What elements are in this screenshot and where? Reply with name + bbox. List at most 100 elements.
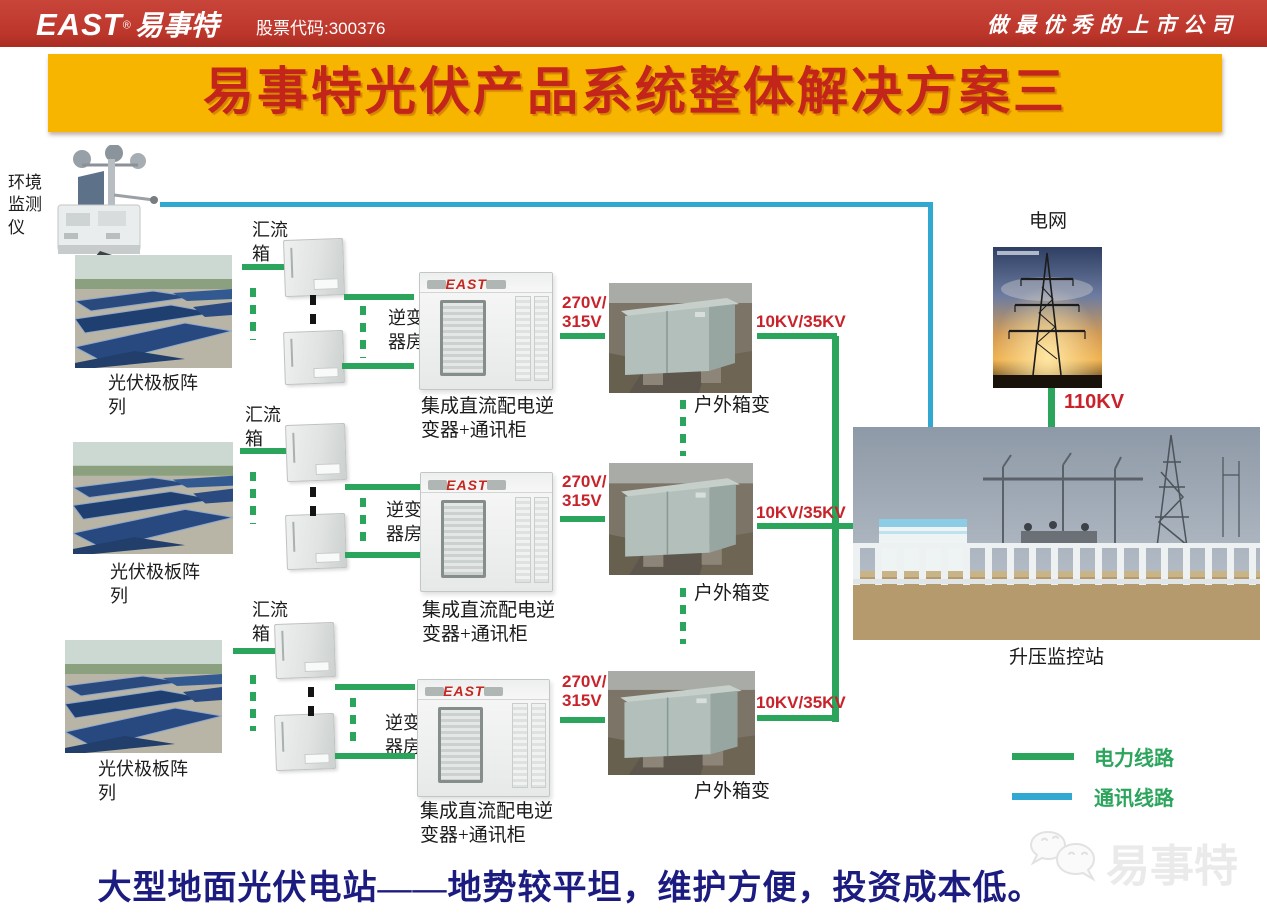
power-line <box>345 484 421 490</box>
power-line <box>344 294 414 300</box>
power-line <box>560 717 605 723</box>
container-side-panel <box>533 296 550 381</box>
container-side-panel <box>533 496 550 583</box>
power-line <box>335 684 415 690</box>
dc-dashed-line <box>310 487 316 517</box>
pv-array-photo <box>65 640 222 753</box>
transformer-photo <box>609 463 753 575</box>
title-banner: 易事特光伏产品系统整体解决方案三 <box>48 54 1222 132</box>
legend-comm-swatch <box>1012 793 1072 800</box>
power-dashed-line <box>360 306 366 358</box>
legend-comm-label: 通讯线路 <box>1094 788 1174 810</box>
company-slogan: 做最优秀的上市公司 <box>987 14 1239 37</box>
power-line <box>233 648 275 654</box>
inverter-room-label: 逆变器房 <box>385 713 421 757</box>
container-side-panel <box>515 496 532 583</box>
power-dashed-line <box>250 675 256 731</box>
power-line <box>757 333 837 339</box>
comm-line-horizontal <box>160 202 932 207</box>
transformer-caption: 户外箱变 <box>694 395 771 416</box>
power-dashed-line <box>250 288 256 340</box>
header-bar: EAST®易事特 股票代码:300376 做最优秀的上市公司 <box>0 0 1267 47</box>
power-dashed-line <box>350 698 356 748</box>
combiner-box <box>285 422 347 483</box>
inverter-container-photo: EAST <box>417 679 550 797</box>
container-vent <box>427 480 448 490</box>
power-line <box>240 448 286 454</box>
dc-dashed-line <box>308 687 314 719</box>
lv-voltage-label: 270V/ 315V <box>562 472 607 511</box>
container-vent <box>486 279 506 290</box>
east-logo-cn: 易事特 <box>134 11 219 42</box>
container-vent <box>426 279 447 290</box>
grid-tower-photo <box>993 247 1102 388</box>
inverter-container-photo: EAST <box>419 272 553 390</box>
env-monitor-label: 环境监测仪 <box>8 173 42 237</box>
power-line <box>757 523 857 529</box>
mv-voltage-label: 10KV/35KV <box>756 503 846 522</box>
footer-caption: 大型地面光伏电站——地势较平坦，维护方便，投资成本低。 <box>97 870 1043 907</box>
container-door <box>439 299 486 377</box>
power-line <box>345 552 421 558</box>
pv-array-label: 光伏极板阵列 <box>108 373 198 417</box>
transformer-photo <box>609 283 752 393</box>
comm-line-vertical <box>928 202 933 429</box>
lv-voltage-label: 270V/ 315V <box>562 293 607 332</box>
watermark-text: 易事特 <box>1106 842 1238 891</box>
container-caption: 集成直流配电逆变器+通讯柜 <box>421 396 555 441</box>
east-logo-latin: EAST <box>36 7 123 42</box>
mv-voltage-label: 10KV/35KV <box>756 312 846 331</box>
power-dashed-line <box>680 588 686 644</box>
power-line <box>342 363 414 369</box>
east-logo: EAST®易事特 <box>36 4 219 44</box>
registered-mark-icon: ® <box>122 19 131 32</box>
container-side-panel <box>512 703 529 788</box>
grid-label: 电网 <box>1028 211 1067 232</box>
combiner-box <box>283 237 345 298</box>
combiner-box <box>274 712 336 772</box>
container-east-logo: EAST <box>443 683 485 700</box>
transformer-caption: 户外箱变 <box>694 781 771 802</box>
grid-voltage-label: 110KV <box>1064 391 1125 413</box>
power-bus-line <box>832 336 839 722</box>
combiner-box <box>283 329 345 386</box>
inverter-room-label: 逆变器房 <box>388 308 424 352</box>
power-dashed-line <box>360 498 366 548</box>
power-line <box>242 264 284 270</box>
container-east-logo: EAST <box>445 276 487 293</box>
power-line <box>560 516 605 522</box>
power-dashed-line <box>250 472 256 524</box>
container-caption: 集成直流配电逆变器+通讯柜 <box>420 801 554 846</box>
container-vent <box>486 480 507 490</box>
container-side-panel <box>515 296 531 381</box>
power-dashed-line <box>680 400 686 456</box>
power-line <box>335 753 415 759</box>
combiner-box <box>274 621 336 680</box>
pv-array-label: 光伏极板阵列 <box>110 562 200 606</box>
chat-bubbles-icon <box>1026 828 1104 893</box>
container-east-logo: EAST <box>446 476 488 493</box>
substation-label: 升压监控站 <box>1008 647 1104 668</box>
combiner-label: 汇流箱 <box>252 600 288 644</box>
container-door <box>437 706 484 784</box>
power-line <box>560 333 605 339</box>
env-monitor-photo <box>50 145 162 263</box>
container-vent <box>483 686 504 697</box>
transformer-photo <box>608 671 755 775</box>
container-door <box>440 500 487 578</box>
inverter-container-photo: EAST <box>420 472 553 592</box>
stock-code: 股票代码:300376 <box>256 19 386 38</box>
dc-dashed-line <box>310 295 316 333</box>
pv-array-label: 光伏极板阵列 <box>98 759 188 803</box>
page-title: 易事特光伏产品系统整体解决方案三 <box>202 65 1067 121</box>
combiner-label: 汇流箱 <box>245 405 281 449</box>
pv-array-photo <box>73 442 233 554</box>
transformer-caption: 户外箱变 <box>694 583 771 604</box>
legend-power-label: 电力线路 <box>1094 748 1174 770</box>
container-caption: 集成直流配电逆变器+通讯柜 <box>422 600 556 645</box>
pv-array-photo <box>75 255 232 368</box>
inverter-room-label: 逆变器房 <box>386 500 422 544</box>
container-vent <box>424 686 445 697</box>
container-side-panel <box>530 703 547 788</box>
